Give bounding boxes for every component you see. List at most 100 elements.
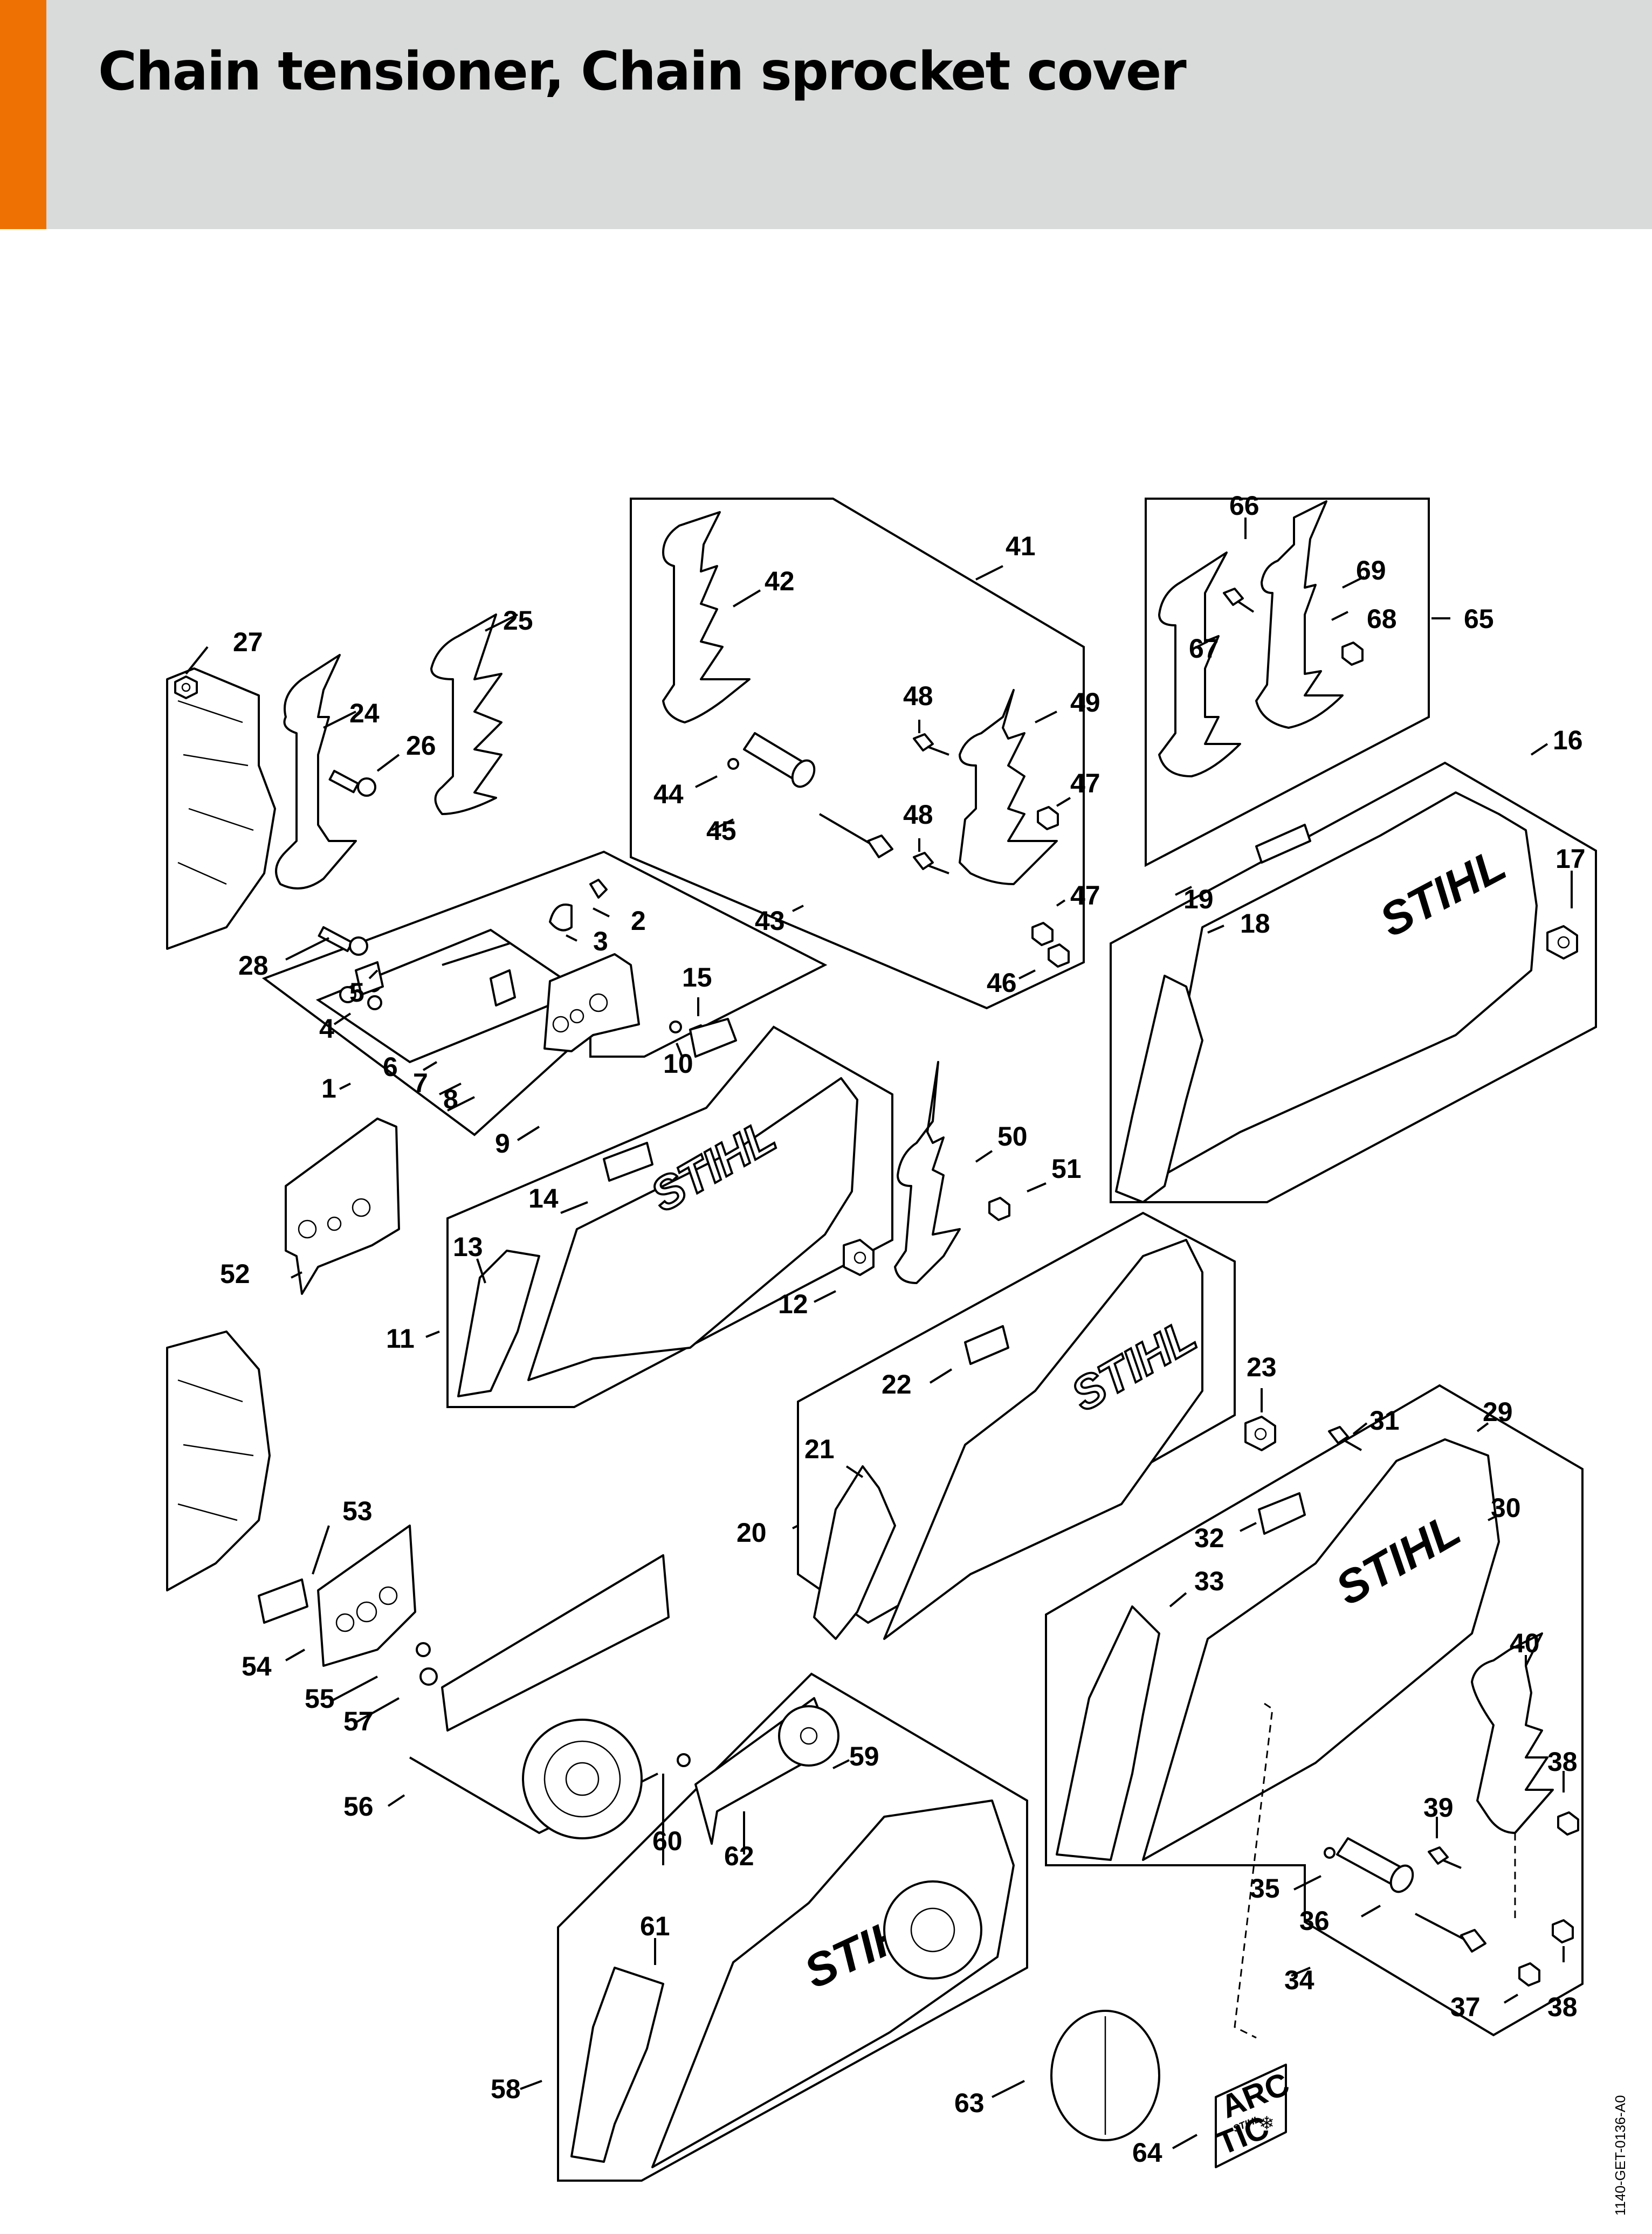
cover-plate-52 — [285, 1118, 400, 1295]
bar-plate-54-holes — [335, 1586, 398, 1632]
callout-13: 13 — [453, 1232, 483, 1262]
callout-29: 29 — [1483, 1397, 1513, 1427]
callout-12: 12 — [778, 1289, 808, 1319]
callout-35: 35 — [1250, 1873, 1280, 1904]
callout-7: 7 — [413, 1068, 428, 1098]
spacer-45 — [743, 732, 816, 788]
screw-39 — [1428, 1846, 1462, 1869]
guide-bar — [441, 1554, 670, 1732]
sprocket-56 — [522, 1719, 643, 1839]
callout-5: 5 — [349, 977, 364, 1008]
callout-67: 67 — [1189, 633, 1219, 664]
nut-27 — [174, 675, 198, 699]
callout-28: 28 — [238, 950, 269, 981]
tensioner-wheel-58 — [883, 1880, 982, 1980]
rod-34 — [1415, 1913, 1486, 1953]
nut-37 — [1518, 1962, 1540, 1987]
screw-26 — [328, 770, 376, 797]
callout-11: 11 — [386, 1323, 415, 1354]
cover-plate-9 — [543, 953, 640, 1052]
callout-3: 3 — [593, 926, 608, 956]
assembly-box-1 — [261, 850, 828, 1136]
callout-9: 9 — [495, 1128, 510, 1159]
callout-46: 46 — [987, 968, 1017, 998]
nut-57 — [419, 1667, 438, 1686]
slider-right — [689, 1018, 737, 1058]
callout-32: 32 — [1194, 1523, 1224, 1553]
bumper-spike-24 — [275, 654, 357, 890]
callout-15: 15 — [682, 962, 712, 992]
callout-25: 25 — [503, 605, 533, 636]
callout-34: 34 — [1284, 1965, 1314, 1995]
callout-labels: 1 2 3 4 5 6 7 8 9 10 11 12 13 14 15 16 1… — [220, 491, 1586, 2168]
assembly-box-41 — [630, 498, 1085, 1010]
tensioner-part-3 — [549, 904, 573, 932]
nut-47a — [1037, 806, 1059, 830]
callout-6: 6 — [383, 1052, 398, 1082]
nut-38b — [1552, 1919, 1574, 1943]
chain-catcher-13 — [457, 1250, 540, 1397]
callout-53: 53 — [342, 1496, 373, 1526]
spike-50 — [894, 1061, 961, 1284]
cover-29-shell — [1142, 1438, 1500, 1861]
slider-14 — [603, 1142, 653, 1182]
callout-68: 68 — [1367, 604, 1397, 634]
chain-catcher-21 — [813, 1465, 896, 1640]
cover-20-shell — [883, 1239, 1203, 1640]
callout-22: 22 — [882, 1369, 912, 1399]
snowflake-icon: ❄ — [1259, 2113, 1275, 2134]
screw-28 — [318, 926, 368, 956]
callout-14: 14 — [528, 1183, 559, 1213]
page-title: Chain tensioner, Chain sprocket cover — [98, 41, 1187, 102]
callout-2: 2 — [631, 906, 646, 936]
callout-43: 43 — [755, 906, 785, 936]
nut-17 — [1546, 925, 1578, 960]
spike-69 — [1255, 500, 1344, 729]
callout-39: 39 — [1423, 1792, 1454, 1823]
leader-lines — [185, 518, 1573, 2149]
engine-housing-top — [166, 667, 276, 950]
callout-69: 69 — [1356, 555, 1386, 585]
callout-37: 37 — [1450, 1992, 1481, 2022]
assembly-box-29 — [1045, 1384, 1584, 2037]
spacer-36 — [1336, 1837, 1414, 1893]
nut-68 — [1341, 642, 1364, 666]
callout-24: 24 — [349, 698, 380, 728]
callout-50: 50 — [997, 1121, 1028, 1152]
nut-38a — [1557, 1811, 1579, 1836]
slider-19 — [1255, 824, 1311, 864]
callout-27: 27 — [233, 627, 263, 657]
callout-59: 59 — [849, 1741, 879, 1771]
spike-49 — [959, 689, 1058, 885]
callout-21: 21 — [804, 1434, 835, 1464]
callout-44: 44 — [653, 779, 684, 809]
screw-7 — [367, 995, 382, 1010]
callout-38a: 38 — [1547, 1747, 1578, 1777]
callout-60: 60 — [652, 1826, 683, 1856]
callout-61: 61 — [640, 1911, 670, 1941]
callout-47b: 47 — [1070, 880, 1100, 911]
screw-48a — [913, 733, 949, 756]
assembly-box-65 — [1145, 498, 1430, 867]
callout-4: 4 — [319, 1013, 334, 1044]
slider-22 — [964, 1325, 1009, 1365]
arctic-label-64: ARC TIC STIHL ❄ — [1212, 2064, 1294, 2168]
nut-12 — [843, 1239, 875, 1276]
nut-51 — [988, 1197, 1010, 1221]
threaded-rod — [442, 942, 510, 966]
spike-40 — [1471, 1632, 1554, 1834]
callout-54: 54 — [242, 1651, 272, 1681]
callout-41: 41 — [1006, 531, 1036, 561]
callout-33: 33 — [1194, 1566, 1224, 1596]
accent-bar — [0, 0, 46, 229]
gear-4 — [339, 986, 356, 1003]
plate-9-holes — [552, 993, 608, 1033]
callout-57: 57 — [343, 1706, 374, 1736]
callout-52: 52 — [220, 1259, 250, 1289]
screw-31 — [1328, 1426, 1362, 1451]
bar-plate-54 — [317, 1525, 416, 1667]
engine-housing-bottom — [166, 1330, 271, 1591]
callout-31: 31 — [1369, 1405, 1400, 1436]
page-header: Chain tensioner, Chain sprocket cover — [0, 0, 1652, 229]
callout-64: 64 — [1132, 2138, 1162, 2168]
